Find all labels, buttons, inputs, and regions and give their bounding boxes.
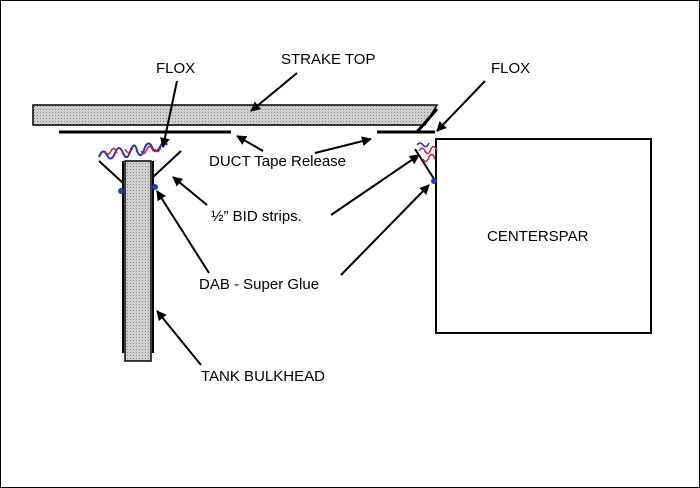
bid-strip-centerspar xyxy=(414,148,435,180)
centerspar xyxy=(435,138,652,334)
arrow-bid-strips-bulkhead xyxy=(172,176,208,206)
arrow-strake-top xyxy=(250,72,298,112)
arrow-flox-left xyxy=(159,80,178,148)
arrow-flox-right xyxy=(436,80,486,132)
arrow-glue-centerspar xyxy=(340,184,430,276)
tank-bulkhead xyxy=(124,160,152,362)
label-centerspar: CENTERSPAR xyxy=(487,228,589,245)
arrow-duct-tape-right xyxy=(314,136,372,154)
arrow-duct-tape-left xyxy=(236,135,264,152)
flox-bead-bulkhead xyxy=(98,141,168,160)
label-tank-bulkhead: TANK BULKHEAD xyxy=(201,368,325,385)
arrow-tank-bulkhead xyxy=(156,310,202,366)
glue-dab-centerspar xyxy=(431,178,437,184)
label-flox-right: FLOX xyxy=(491,60,530,77)
bid-strip-left-flare xyxy=(98,160,124,184)
glue-dab-right xyxy=(152,184,158,190)
arrow-bid-strips-centerspar xyxy=(330,154,420,216)
strake-top-panel xyxy=(32,104,439,126)
label-bid-strips: ½” BID strips. xyxy=(211,208,302,225)
flox-bead-centerspar xyxy=(418,145,438,163)
glue-dab-left xyxy=(118,188,124,194)
label-duct-tape-release: DUCT Tape Release xyxy=(209,153,346,170)
flox-bead-centerspar-blue xyxy=(416,142,430,148)
flox-bead-bulkhead-accent xyxy=(104,145,162,155)
arrow-glue-bulkhead xyxy=(156,190,210,274)
label-dab-super-glue: DAB - Super Glue xyxy=(199,276,319,293)
label-strake-top: STRAKE TOP xyxy=(281,51,375,68)
duct-tape-strip-right-end xyxy=(415,108,439,133)
label-flox-left: FLOX xyxy=(156,60,195,77)
bid-strip-right-flare xyxy=(152,150,182,178)
